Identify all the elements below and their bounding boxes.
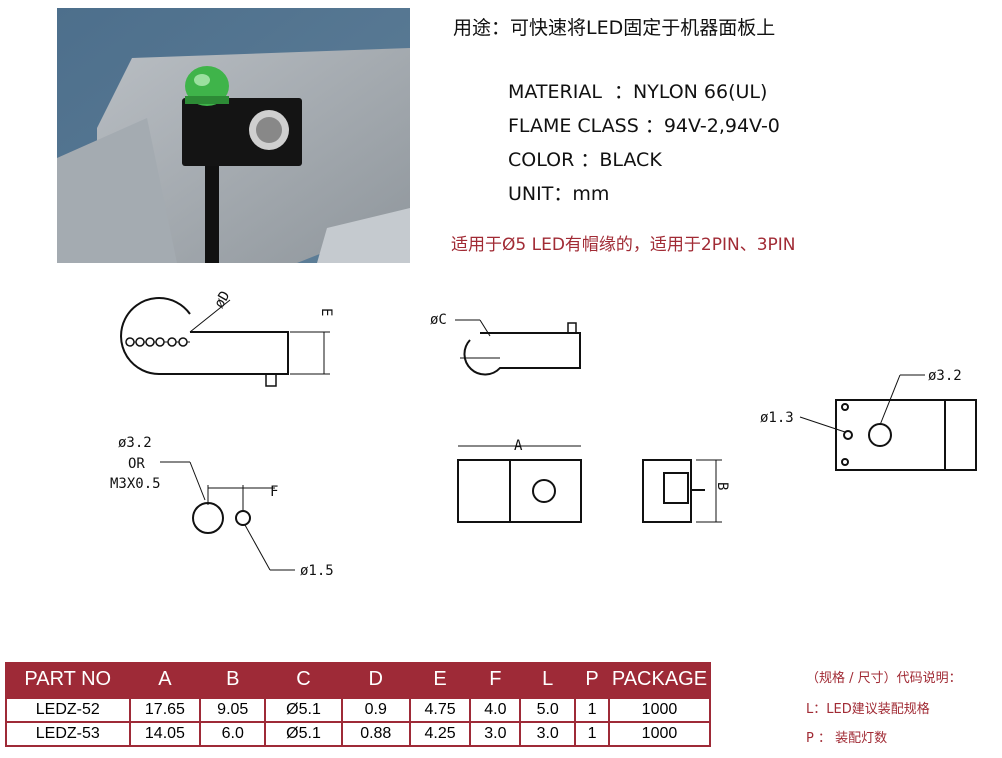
cell: 4.25 [408,721,472,747]
usage-text: 用途：可快速将LED固定于机器面板上 [453,17,776,39]
cell: Ø5.1 [264,721,343,747]
spec-unit: UNIT：mm [508,183,610,205]
side-view-back: øC [430,312,581,376]
label-e: E [318,308,334,316]
col-l: L [542,668,554,690]
applicability-text: 适用于Ø5 LED有帽缘的，适用于2PIN、3PIN [451,235,796,255]
bottom-view: ø3.2 ø1.3 [760,368,977,471]
technical-drawing: øD E øC ø3.2 OR M3X0.5 F ø1.5 A B [110,288,977,579]
label-screw: M3X0.5 [110,476,161,492]
label-c: øC [430,312,447,328]
col-part-no: PART NO [24,668,112,690]
col-f: F [489,668,502,690]
label-hole3: ø1.3 [760,410,794,426]
col-e: E [433,668,447,690]
spec-color: COLOR ：BLACK [508,149,662,171]
label-pin: ø1.5 [300,563,334,579]
legend-p: P ： 装配灯数 [806,731,888,746]
top-view: A [457,438,582,523]
label-hole2: ø3.2 [928,368,962,384]
col-d: D [368,668,383,690]
cell: LEDZ-52 [5,697,131,723]
product-photo [57,8,410,263]
cell: 17.65 [128,697,202,723]
label-b: B [714,482,730,490]
legend-title: （规格 / 尺寸）代码说明： [806,671,962,686]
spec-material: MATERIAL ：NYLON 66(UL) [508,81,768,103]
cell: 1000 [607,697,712,723]
label-d: øD [211,288,233,311]
cell: 6.0 [199,721,267,747]
cell: 0.88 [340,721,411,747]
col-a: A [158,668,172,690]
cell: 4.75 [408,697,472,723]
cell: LEDZ-53 [5,721,131,747]
end-view: B [642,459,730,523]
cell: 4.0 [469,697,522,723]
spec-flame-class: FLAME CLASS ：94V-2,94V-0 [508,115,780,137]
cell: 3.0 [469,721,522,747]
cell: 1 [574,697,610,723]
legend-l: L：LED建议装配规格 [806,702,930,717]
cell: 14.05 [128,721,202,747]
cell: 1 [574,721,610,747]
table-header: PART NO A B C D E F L P PACKAGE [6,662,710,698]
cell: 5.0 [519,697,577,723]
label-or: OR [128,456,145,472]
label-f: F [270,484,278,500]
cell: 9.05 [199,697,267,723]
cell: 0.9 [340,697,411,723]
cell: 1000 [607,721,712,747]
col-c: C [296,668,311,690]
hole-detail: ø3.2 OR M3X0.5 F ø1.5 [110,435,334,579]
label-hole: ø3.2 [118,435,152,451]
label-a: A [514,438,523,454]
col-b: B [226,668,240,690]
side-view-front: øD E [120,288,334,387]
col-package: PACKAGE [611,668,708,690]
cell: Ø5.1 [264,697,343,723]
col-p: P [585,668,599,690]
cell: 3.0 [519,721,577,747]
